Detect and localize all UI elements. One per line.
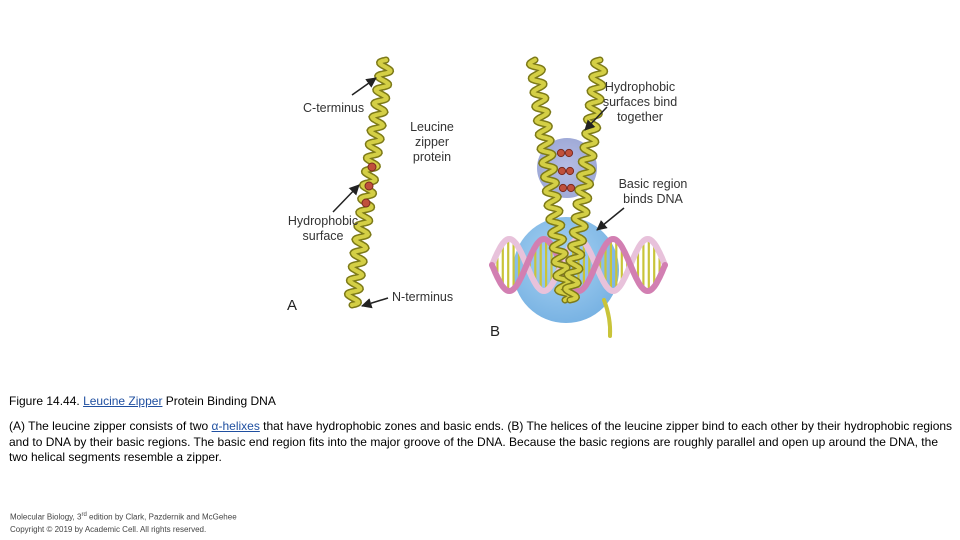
credit-line-2: Copyright © 2019 by Academic Cell. All r… bbox=[10, 524, 207, 534]
leucine-zipper-link[interactable]: Leucine Zipper bbox=[83, 394, 163, 408]
arrow-hydrophobic-surface bbox=[332, 184, 360, 213]
panel-b-tail bbox=[602, 298, 613, 338]
label-leucine-zipper-line1: Leucine bbox=[410, 120, 454, 134]
credit-line-1: Molecular Biology, 3rd edition by Clark,… bbox=[10, 509, 237, 524]
panel-b-left-helix bbox=[525, 56, 575, 304]
caption-text-1: (A) The leucine zipper consists of two bbox=[9, 419, 212, 433]
label-hydrophobic-surface-line1: Hydrophobic bbox=[287, 214, 359, 228]
arrow-c-terminus bbox=[351, 77, 377, 96]
panel-a-letter: A bbox=[287, 297, 298, 314]
label-hydrophobic-bind: Hydrophobic surfaces bind together bbox=[600, 80, 680, 125]
figure-caption-body: (A) The leucine zipper consists of two α… bbox=[9, 419, 953, 466]
label-c-terminus: C-terminus bbox=[303, 101, 365, 115]
label-hydrophobic-surface: Hydrophobic surface bbox=[285, 214, 361, 244]
panel-a-hydrophobic-beads bbox=[361, 162, 377, 208]
label-n-terminus: N-terminus bbox=[392, 290, 454, 304]
leucine-zipper-figure bbox=[332, 56, 668, 338]
credit-line-1-sup: rd bbox=[81, 512, 87, 518]
figure-number: Figure 14.44. bbox=[9, 394, 80, 408]
caption-text-2: that have hydrophobic zones and basic en… bbox=[9, 419, 953, 464]
figure-title-rest: Protein Binding DNA bbox=[165, 394, 276, 408]
label-basic-region-line1: Basic region bbox=[618, 177, 688, 191]
credit-line-1-suffix: edition by Clark, Pazdernik and McGehee bbox=[86, 512, 237, 522]
book-credit: Molecular Biology, 3rd edition by Clark,… bbox=[10, 509, 237, 536]
label-hydrophobic-bind-line1: Hydrophobic bbox=[604, 80, 676, 94]
arrow-hydrophobic-bind bbox=[584, 106, 608, 131]
arrow-n-terminus bbox=[360, 297, 389, 309]
credit-line-1-prefix: Molecular Biology, 3 bbox=[10, 512, 82, 522]
label-basic-region: Basic region binds DNA bbox=[615, 177, 691, 207]
panel-b-right-helix bbox=[561, 56, 609, 304]
label-hydrophobic-bind-line3: together bbox=[617, 110, 663, 124]
alpha-helixes-link[interactable]: α-helixes bbox=[211, 419, 260, 433]
label-basic-region-line2: binds DNA bbox=[623, 192, 683, 206]
label-hydrophobic-bind-line2: surfaces bind bbox=[602, 95, 678, 109]
panel-b-letter: B bbox=[490, 323, 501, 340]
label-leucine-zipper-line3: protein bbox=[412, 150, 452, 164]
figure-caption-title: Figure 14.44. Leucine Zipper Protein Bin… bbox=[9, 394, 276, 408]
panel-b-hydrophobic-beads bbox=[556, 148, 576, 193]
label-leucine-zipper-line2: zipper bbox=[414, 135, 450, 149]
label-leucine-zipper: Leucine zipper protein bbox=[406, 120, 458, 165]
arrow-basic-region bbox=[596, 207, 625, 231]
label-hydrophobic-surface-line2: surface bbox=[302, 229, 344, 243]
